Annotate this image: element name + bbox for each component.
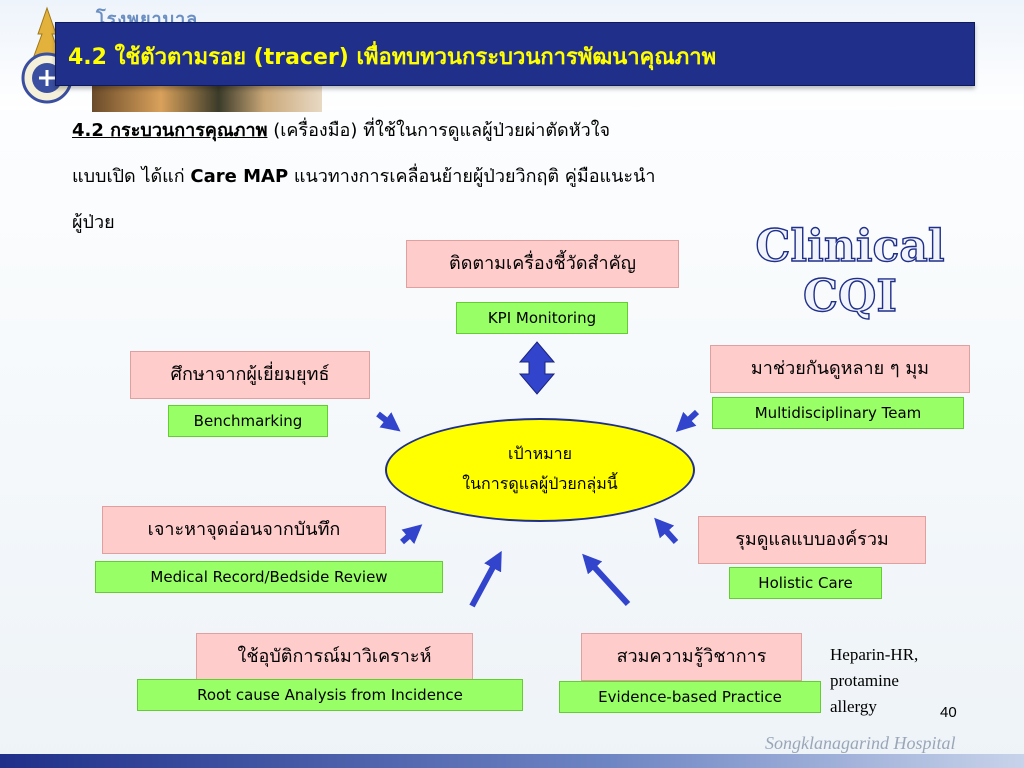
multidisciplinary-thai-box: มาช่วยกันดูหลาย ๆ มุม <box>710 345 970 393</box>
evidence-based-english-box: Evidence-based Practice <box>559 681 821 713</box>
goal-ellipse: เป้าหมาย ในการดูแลผู้ป่วยกลุ่มนี้ <box>385 418 695 522</box>
intro-line2-part1: แบบเปิด ได้แก่ <box>72 166 191 187</box>
intro-line-3: ผู้ป่วย <box>72 212 115 233</box>
intro-care-map: Care MAP <box>190 166 289 187</box>
arrow-medical-record-icon <box>400 524 423 545</box>
arrow-root-cause-icon <box>469 550 502 608</box>
title-bar: 4.2 ใช้ตัวตามรอย (tracer) เพื่อทบทวนกระบ… <box>55 22 975 86</box>
side-note-line-1: Heparin-HR, <box>830 645 919 664</box>
benchmarking-english-box: Benchmarking <box>168 405 328 437</box>
bottom-strip <box>0 754 1024 768</box>
intro-line1-rest: (เครื่องมือ) ที่ใช้ในการดูแลผู้ป่วยผ่าตั… <box>267 120 611 141</box>
root-cause-thai-box: ใช้อุบัติการณ์มาวิเคราะห์ <box>196 633 473 681</box>
intro-heading: 4.2 กระบวนการคุณภาพ <box>72 120 268 141</box>
intro-line-2: แบบเปิด ได้แก่ Care MAP แนวทางการเคลื่อน… <box>72 154 952 200</box>
medical-record-english-box: Medical Record/Bedside Review <box>95 561 443 593</box>
root-cause-english-box: Root cause Analysis from Incidence <box>137 679 523 711</box>
slide-title: 4.2 ใช้ตัวตามรอย (tracer) เพื่อทบทวนกระบ… <box>68 45 717 70</box>
arrow-evidence-based-icon <box>582 553 631 607</box>
evidence-based-thai-box: สวมความรู้วิชาการ <box>581 633 802 681</box>
medical-record-thai-box: เจาะหาจุดอ่อนจากบันทึก <box>102 506 386 554</box>
holistic-english-box: Holistic Care <box>729 567 882 599</box>
kpi-double-arrow-icon <box>518 341 556 395</box>
side-note-line-3: allergy <box>830 697 877 716</box>
holistic-thai-box: รุมดูแลแบบองค์รวม <box>698 516 926 564</box>
watermark-line-1: Clinical <box>755 221 946 272</box>
intro-line-1: 4.2 กระบวนการคุณภาพ (เครื่องมือ) ที่ใช้ใ… <box>72 108 952 154</box>
arrow-holistic-icon <box>654 517 679 545</box>
page-number: 40 <box>940 704 957 721</box>
arrow-multidisciplinary-icon <box>675 409 700 432</box>
footer-hospital-name: Songklanagarind Hospital <box>765 733 956 753</box>
side-note-line-2: protamine <box>830 671 899 690</box>
kpi-thai-box: ติดตามเครื่องชี้วัดสำคัญ <box>406 240 679 288</box>
multidisciplinary-english-box: Multidisciplinary Team <box>712 397 964 429</box>
benchmarking-thai-box: ศึกษาจากผู้เยี่ยมยุทธ์ <box>130 351 370 399</box>
kpi-english-box: KPI Monitoring <box>456 302 628 334</box>
intro-line2-part2: แนวทางการเคลื่อนย้ายผู้ป่วยวิกฤติ คู่มือ… <box>288 166 656 187</box>
arrow-benchmarking-icon <box>376 411 401 432</box>
side-note: Heparin-HR, protamine allergy <box>830 642 918 720</box>
watermark-line-2: CQI <box>802 271 897 322</box>
goal-line-1: เป้าหมาย <box>507 444 573 463</box>
goal-line-2: ในการดูแลผู้ป่วยกลุ่มนี้ <box>462 474 618 493</box>
clinical-cqi-watermark: Clinical CQI <box>750 221 950 322</box>
intro-paragraph: 4.2 กระบวนการคุณภาพ (เครื่องมือ) ที่ใช้ใ… <box>72 108 952 246</box>
